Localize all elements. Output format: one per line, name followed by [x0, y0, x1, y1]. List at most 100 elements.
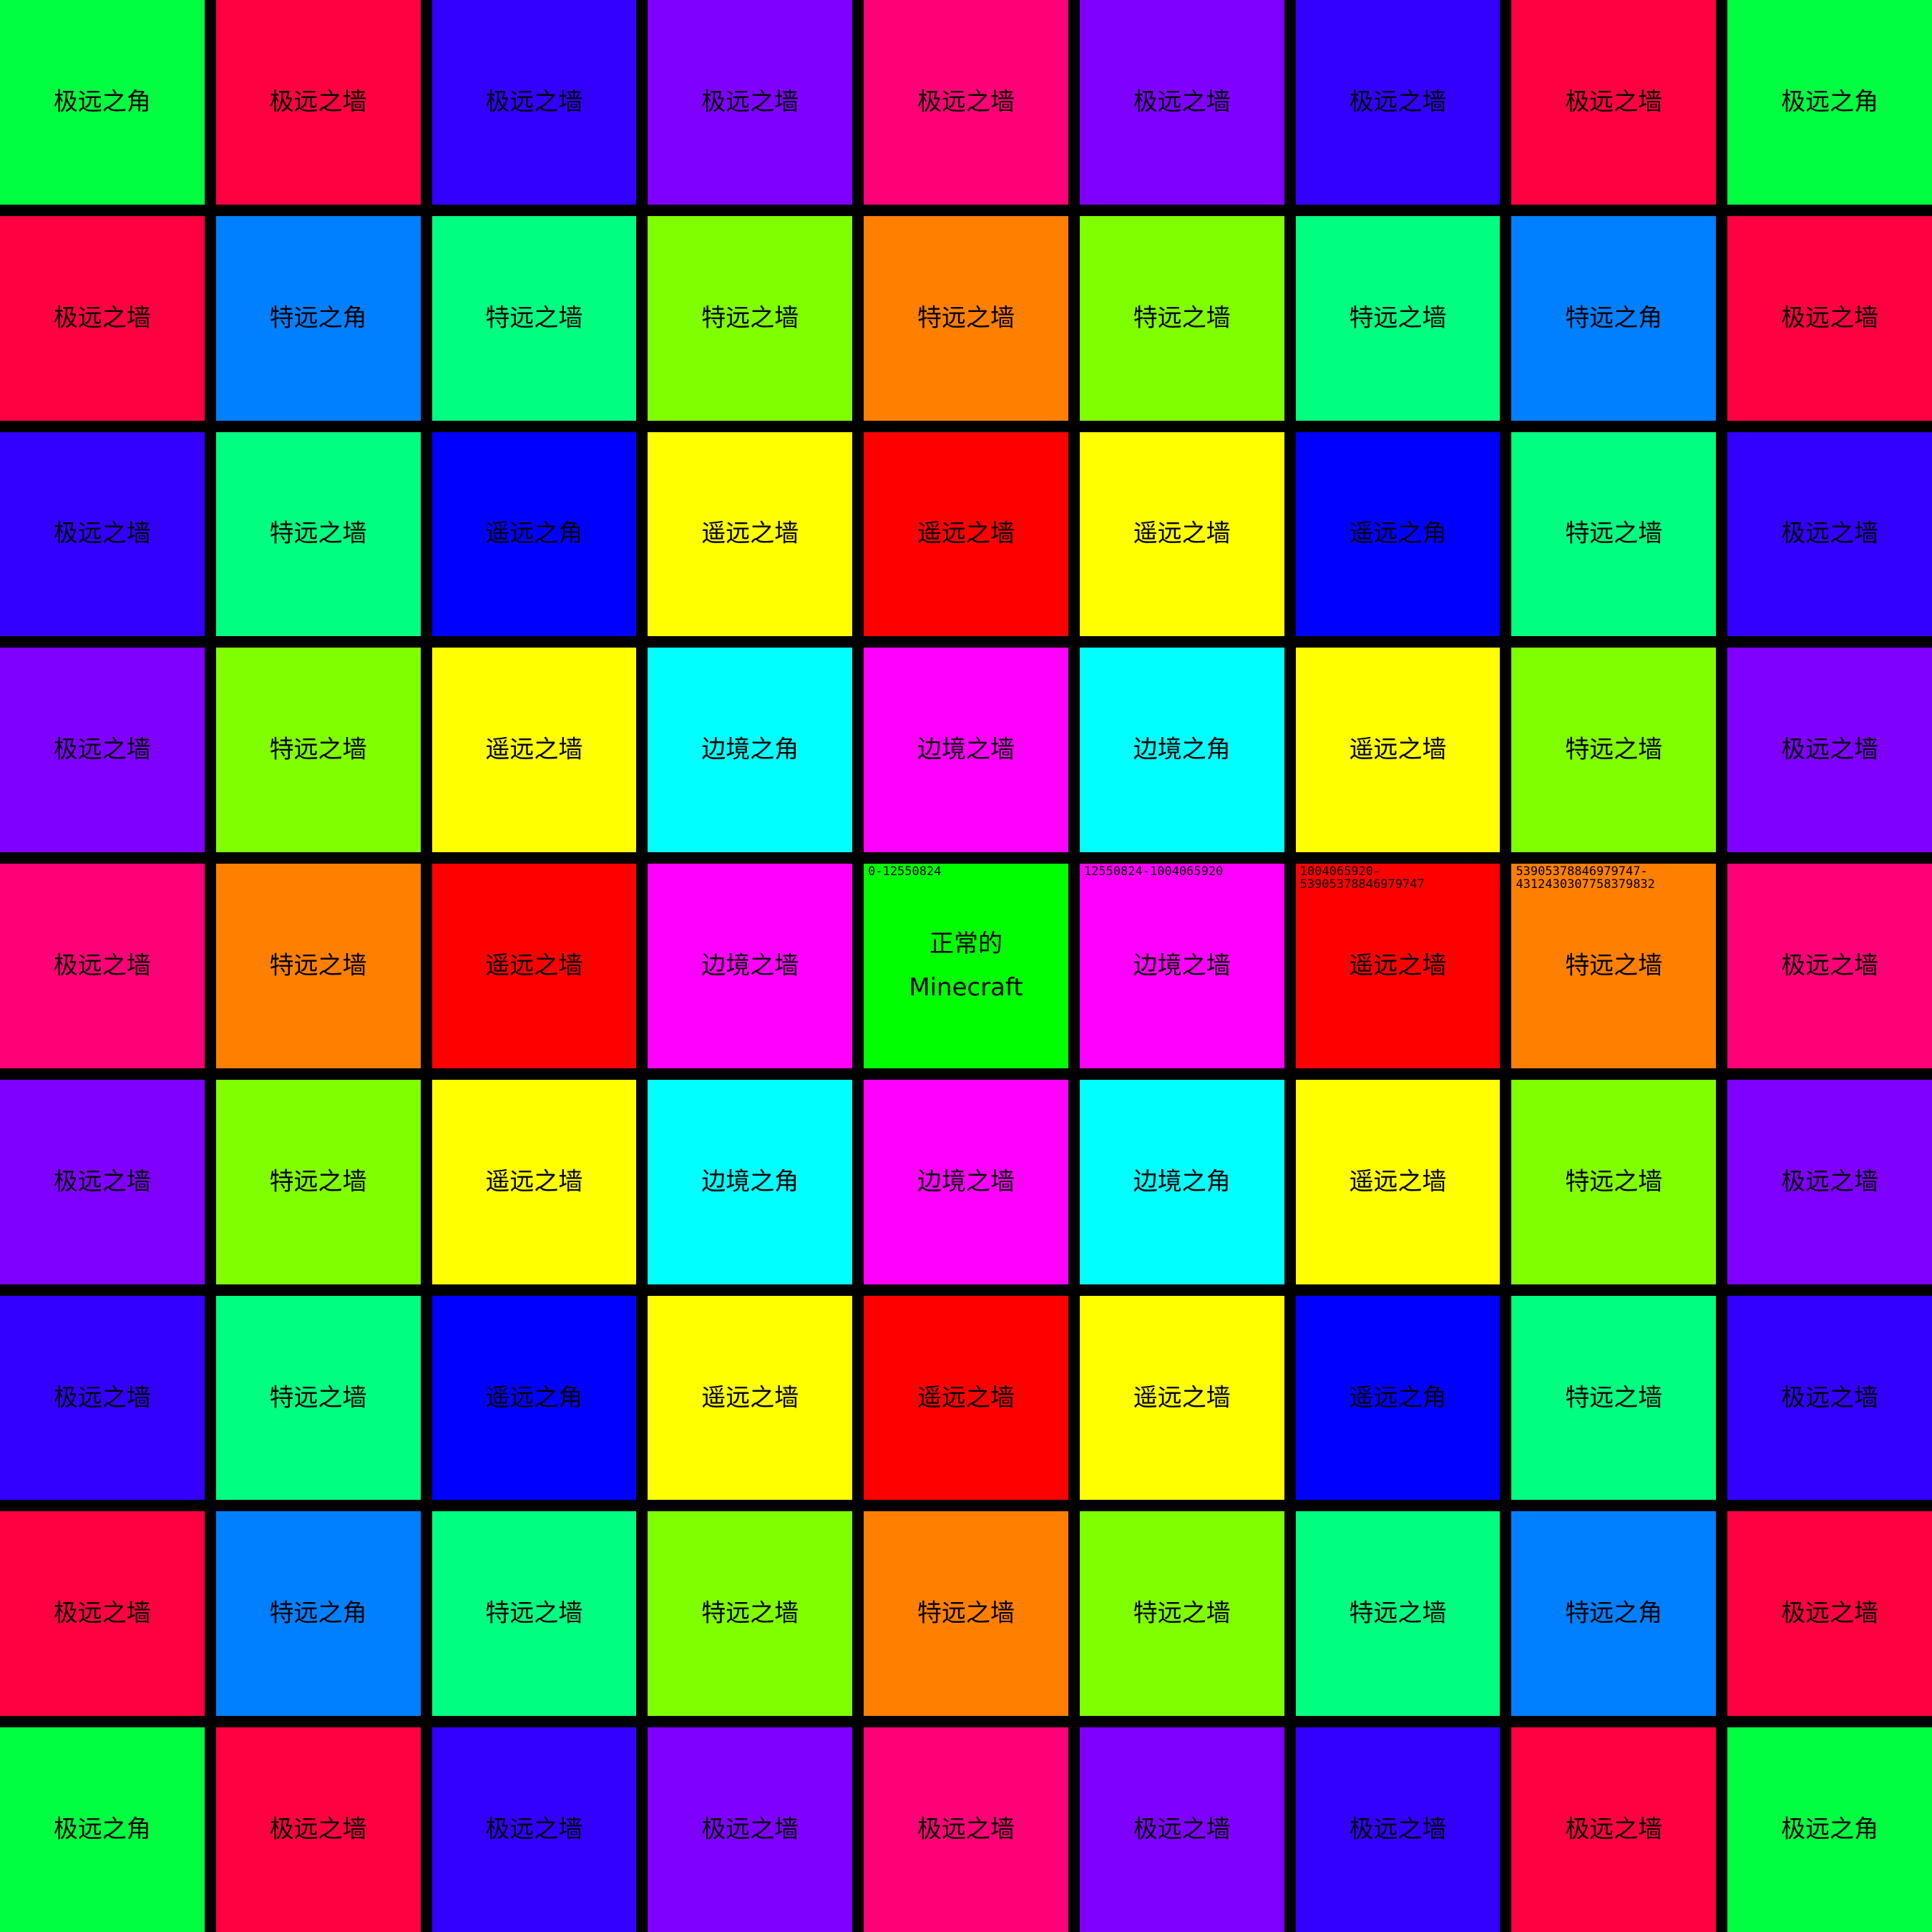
region-cell: 极远之墙	[1079, 1727, 1284, 1932]
region-cell: 极远之墙	[0, 1295, 205, 1501]
region-label: 遥远之墙	[1349, 1167, 1447, 1196]
region-cell: 极远之墙	[1511, 0, 1717, 205]
region-label: 特远之墙	[1349, 1599, 1447, 1628]
distance-range: 1004065920- 5390537884697974​7	[1299, 864, 1425, 892]
region-cell: 极远之墙	[1727, 1511, 1932, 1717]
region-cell: 边境之墙	[648, 864, 853, 1068]
region-label: 极远之墙	[1781, 735, 1879, 764]
region-label: 特远之墙	[1565, 951, 1663, 980]
region-label: 特远之墙	[917, 303, 1015, 333]
region-label: 边境之墙	[1133, 951, 1231, 980]
region-cell: 极远之墙	[1511, 1727, 1717, 1932]
region-label: 极远之角	[1781, 87, 1879, 117]
region-cell: 特远之角	[215, 215, 421, 421]
region-label: 极远之墙	[1349, 1815, 1447, 1844]
region-label: 遥远之墙	[485, 1167, 583, 1196]
region-cell: 极远之角	[0, 1727, 205, 1932]
region-label: 极远之墙	[1781, 303, 1879, 333]
region-cell: 遥远之墙	[431, 648, 637, 853]
region-label: 极远之墙	[1781, 519, 1879, 548]
region-cell: 遥远之墙	[648, 431, 853, 637]
region-label: 极远之墙	[1781, 1382, 1879, 1412]
region-cell: 极远之墙	[0, 864, 205, 1068]
region-cell: 边境之墙	[864, 1079, 1068, 1284]
region-cell: 特远之角	[215, 1511, 421, 1717]
region-label: 极远之墙	[701, 1815, 799, 1844]
region-label: 遥远之角	[485, 1382, 583, 1412]
region-label: 遥远之墙	[1133, 1382, 1231, 1412]
region-label: 特远之墙	[269, 519, 367, 548]
region-label: 极远之墙	[1133, 1815, 1231, 1844]
region-cell: 特远之墙	[215, 1295, 421, 1501]
region-cell: 特远之墙	[431, 1511, 637, 1717]
region-cell: 特远之墙	[1079, 1511, 1284, 1717]
region-cell: 遥远之角	[1295, 431, 1501, 637]
region-cell: 特远之墙	[1511, 1295, 1717, 1501]
region-cell: 极远之墙	[648, 0, 853, 205]
region-cell: 极远之墙	[1727, 648, 1932, 853]
region-cell: 极远之墙	[864, 1727, 1068, 1932]
region-label: 特远之角	[1565, 303, 1663, 333]
region-cell: 特远之墙	[215, 864, 421, 1068]
region-label: 特远之角	[1565, 1599, 1663, 1628]
distance-range: 0-12550824	[868, 864, 942, 879]
region-label: 边境之角	[1133, 735, 1231, 764]
region-label: 遥远之墙	[1133, 519, 1231, 548]
region-label: 特远之墙	[1565, 519, 1663, 548]
region-cell: 特远之墙	[215, 431, 421, 637]
region-cell: 遥远之角	[431, 431, 637, 637]
region-label: 特远之墙	[701, 1599, 799, 1628]
region-label: 遥远之角	[485, 519, 583, 548]
region-cell: 特远之墙	[1295, 215, 1501, 421]
region-cell: 极远之墙	[431, 1727, 637, 1932]
region-cell: 极远之墙	[0, 648, 205, 853]
region-label: 特远之角	[269, 1599, 367, 1628]
region-label: 极远之墙	[1349, 87, 1447, 117]
region-cell: 特远之墙	[215, 648, 421, 853]
region-cell: 边境之角	[648, 1079, 853, 1284]
region-label: 极远之墙	[917, 1815, 1015, 1844]
region-label: 特远之墙	[1349, 303, 1447, 333]
region-label: 边境之角	[701, 1167, 799, 1196]
region-cell: 特远之墙	[1511, 1079, 1717, 1284]
region-cell: 极远之墙	[1295, 1727, 1501, 1932]
region-label: 遥远之墙	[917, 519, 1015, 548]
region-label: 遥远之角	[1349, 519, 1447, 548]
region-cell: 极远之墙	[1295, 0, 1501, 205]
region-label: 特远之墙	[269, 1382, 367, 1412]
region-cell: 极远之角	[1727, 1727, 1932, 1932]
region-label: 边境之角	[1133, 1167, 1231, 1196]
region-label: 特远之墙	[1565, 1382, 1663, 1412]
region-cell: 特远之墙	[1079, 215, 1284, 421]
region-cell: 特远之角	[1511, 1511, 1717, 1717]
region-cell: 极远之墙	[0, 1079, 205, 1284]
region-label: 极远之墙	[269, 1815, 367, 1844]
region-cell: 边境之角	[1079, 1079, 1284, 1284]
region-cell: 极远之墙	[1727, 431, 1932, 637]
region-label: 极远之角	[1781, 1815, 1879, 1844]
region-cell: 遥远之墙	[648, 1295, 853, 1501]
region-label: 特远之墙	[485, 303, 583, 333]
region-cell: 遥远之墙	[1295, 1079, 1501, 1284]
region-label: 极远之墙	[53, 951, 151, 980]
region-label: 边境之墙	[701, 951, 799, 980]
region-label: 极远之墙	[701, 87, 799, 117]
region-cell: 遥远之墙	[1079, 431, 1284, 637]
region-label: 遥远之墙	[701, 519, 799, 548]
region-label: 遥远之墙	[1349, 735, 1447, 764]
region-label: 极远之墙	[485, 1815, 583, 1844]
region-label: 极远之墙	[485, 87, 583, 117]
region-label: 特远之墙	[269, 735, 367, 764]
region-cell: 极远之墙	[0, 431, 205, 637]
region-label: 极远之墙	[53, 1599, 151, 1628]
region-cell: 极远之墙	[0, 1511, 205, 1717]
region-cell: 遥远之墙	[1295, 648, 1501, 853]
region-cell: 特远之墙	[648, 215, 853, 421]
region-cell: 极远之墙	[1727, 1079, 1932, 1284]
region-label: 边境之墙	[917, 1167, 1015, 1196]
region-label: 边境之墙	[917, 735, 1015, 764]
region-cell: 极远之墙	[648, 1727, 853, 1932]
region-label: 极远之墙	[917, 87, 1015, 117]
